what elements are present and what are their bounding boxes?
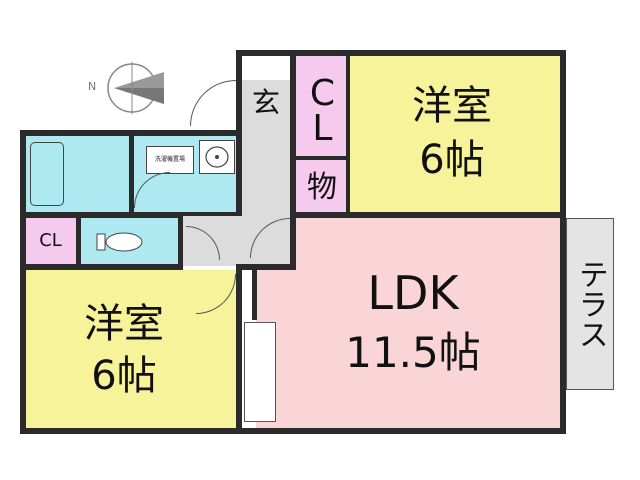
laundry-label: 洗濯機置場 [154,155,185,163]
toilet-icon [96,232,143,252]
terrace [566,218,614,390]
closet-left [25,218,76,264]
entrance-door [190,80,236,126]
western-room-top-size: 6帖 [419,137,485,183]
western-room-bottom-name: 洋室 [84,301,164,347]
compass-arrow-icon [107,62,164,114]
basin-icon [205,146,229,168]
wall [290,50,296,216]
wall [290,212,296,268]
closet-top [296,55,348,159]
wall [20,130,26,434]
wall [290,212,566,218]
terrace-label: テラス [572,259,608,349]
wall [252,270,257,320]
storage-label: 物 [307,169,337,205]
wall [296,156,348,160]
ldk [296,218,560,428]
ldk-size: 11.5帖 [345,327,481,377]
wall [20,428,566,434]
wall [240,264,296,270]
wall [20,264,180,270]
kitchen-counter [244,322,276,422]
ldk-name: LDK [367,265,459,320]
wall [236,50,242,216]
wall [182,212,240,216]
wall [129,130,134,216]
laundry-space [146,146,194,174]
entrance-label: 玄 [251,86,280,120]
compass-north-label: N [88,80,97,93]
bathtub [30,142,64,206]
compass: N [88,58,168,118]
wall [178,212,183,270]
wall [236,50,566,56]
western-room-top-name: 洋室 [412,83,492,129]
wall [560,50,566,434]
closet-left-label: CL [39,229,62,251]
wall [346,50,350,216]
wall [236,264,242,434]
storage [296,160,348,215]
wall [76,212,81,270]
wall [20,212,182,218]
entrance [240,80,292,126]
closet-top-label: CL [301,73,343,143]
western-room-bottom-size: 6帖 [91,353,157,399]
western-room-top [348,55,560,215]
